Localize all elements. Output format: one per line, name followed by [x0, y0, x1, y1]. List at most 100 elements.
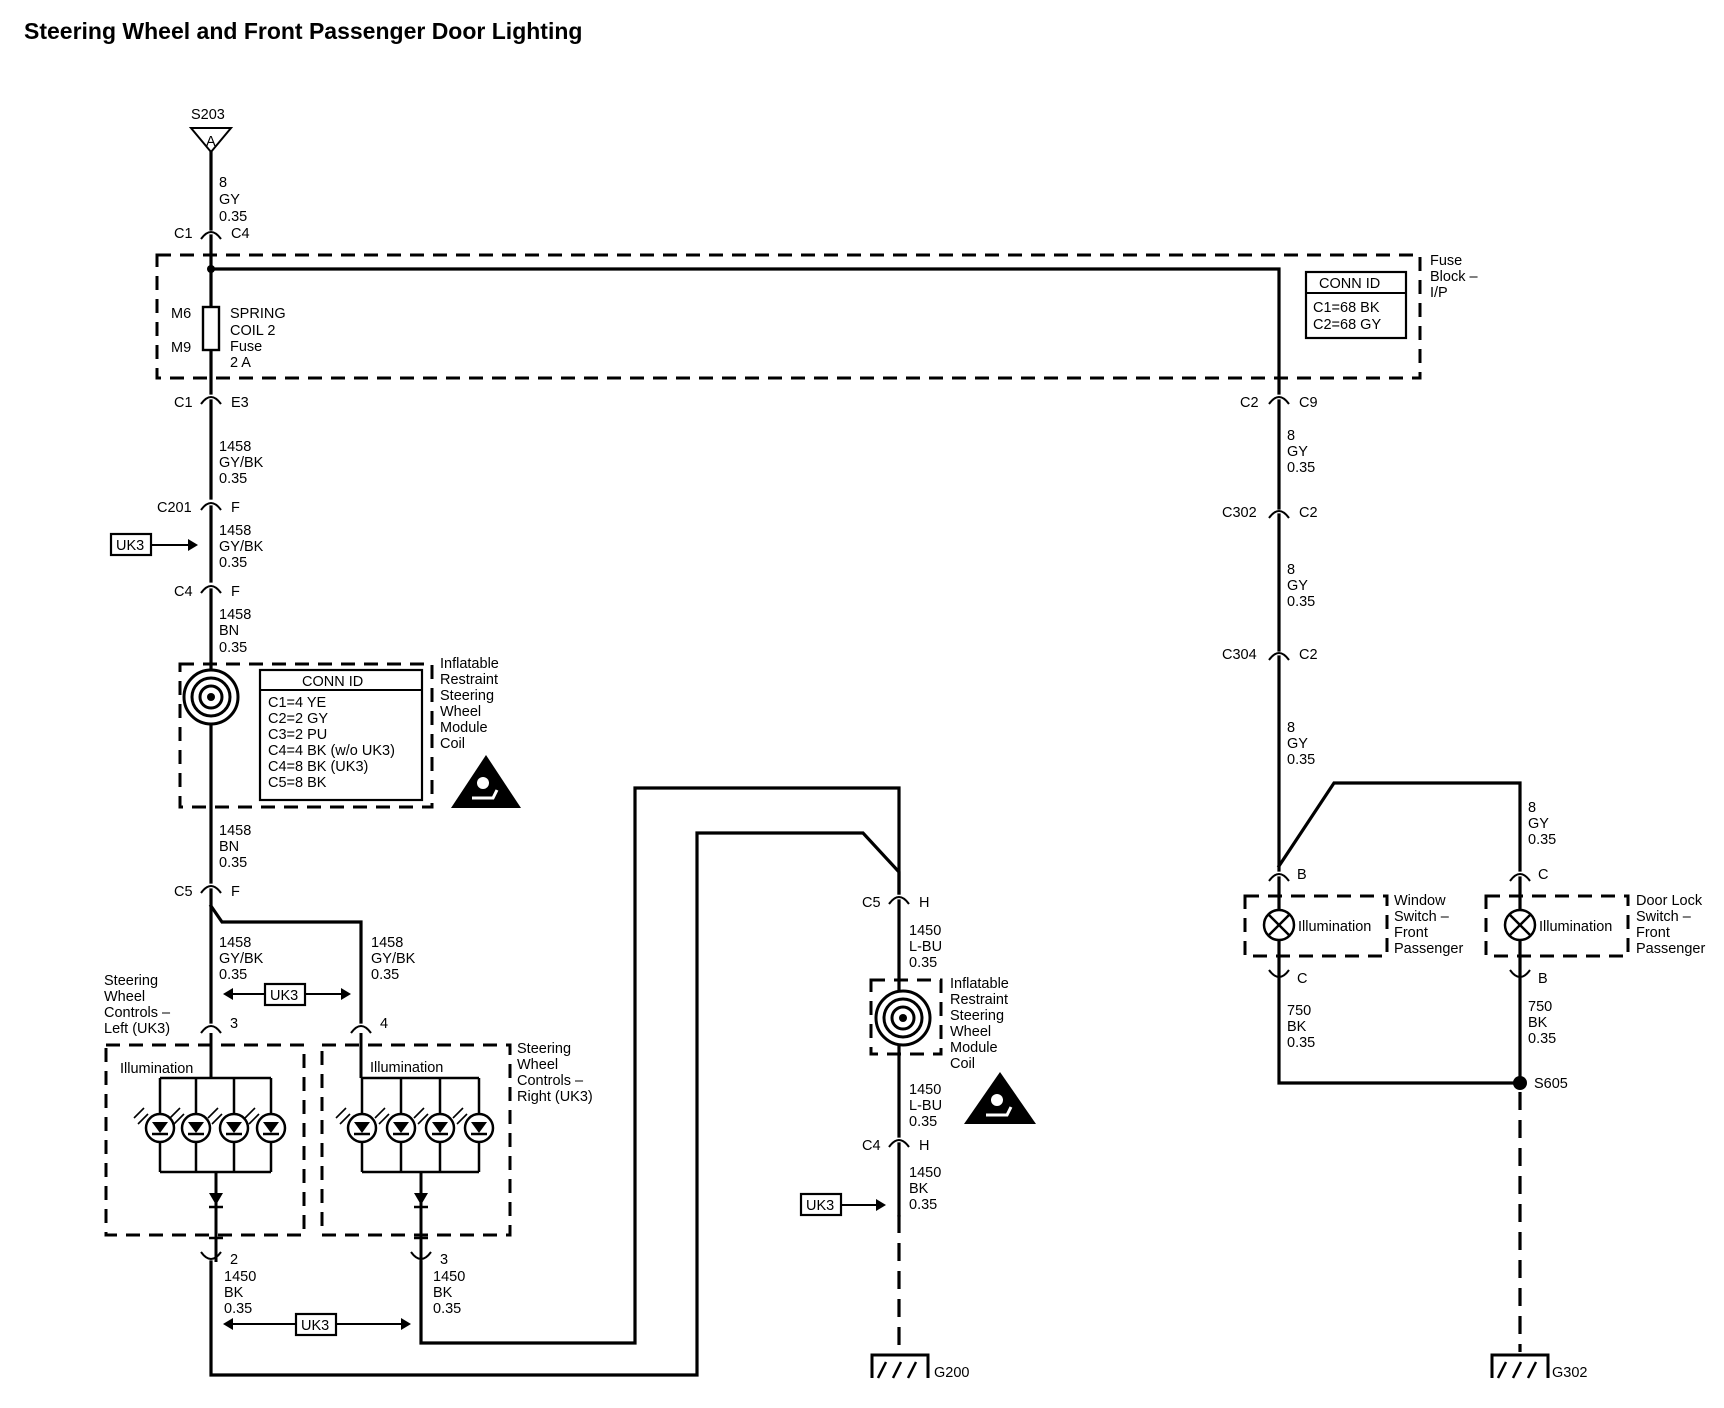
- arrow-head: [188, 539, 198, 551]
- arrow-head: [223, 988, 233, 1000]
- swc-left-outline: [104, 1043, 306, 1237]
- steering-wheel-coil-outline: [178, 662, 434, 809]
- fuse-block-bus: [209, 267, 1281, 395]
- led-ray: [374, 1107, 386, 1119]
- led-diode-triangle: [432, 1122, 448, 1133]
- wire-label: 0.35: [219, 471, 247, 487]
- led-ray: [452, 1107, 464, 1119]
- led-ray: [133, 1107, 145, 1119]
- connector-swc-right-pin: [350, 1025, 372, 1034]
- pin-label: C: [1297, 971, 1307, 987]
- connector-c2-c9-symbol: [1268, 396, 1290, 405]
- airbag-warning-icon: [451, 755, 521, 808]
- led-diode-triangle: [354, 1122, 370, 1133]
- connector-c1-e3-symbol: [200, 396, 222, 405]
- wire-label: 0.35: [1287, 594, 1315, 610]
- airbag-warning-icon: [964, 1072, 1036, 1124]
- uk3-option-tag: [263, 982, 307, 1007]
- wire-label: 1458: [219, 523, 251, 539]
- wire-label: L-BU: [909, 939, 942, 955]
- fuse-label: 2 A: [230, 355, 251, 371]
- pin-label: B: [1538, 971, 1548, 987]
- led-diode-triangle: [188, 1122, 204, 1133]
- uk3-option-text: UK3: [806, 1198, 834, 1214]
- swc-right-name: Wheel: [517, 1057, 558, 1073]
- door-illumination-lamp-icon: [1503, 908, 1537, 942]
- wire-label: 0.35: [909, 1197, 937, 1213]
- connector-label: E3: [231, 395, 249, 411]
- splice-s203-pin: A: [206, 134, 216, 150]
- swc-left-led-array: [133, 1033, 287, 1262]
- led-diode-triangle: [471, 1122, 487, 1133]
- connector-label: C2: [1240, 395, 1259, 411]
- coil-module-name: Wheel: [440, 704, 481, 720]
- connector-c4-f-symbol: [200, 585, 222, 594]
- conn-id-title: CONN ID: [1319, 276, 1380, 292]
- uk3-option-text: UK3: [301, 1318, 329, 1334]
- connector-label: F: [231, 884, 240, 900]
- connector-label: C304: [1222, 647, 1257, 663]
- wire-label: 8: [1287, 720, 1295, 736]
- wire-label: GY: [1528, 816, 1549, 832]
- wire-label: 1450: [909, 1082, 941, 1098]
- wire-1450-bk-right-return: [419, 786, 901, 1345]
- wire-label: 750: [1528, 999, 1552, 1015]
- wire-label: 750: [1287, 1003, 1311, 1019]
- window-illumination-lamp-icon: [1262, 908, 1296, 942]
- wire-label: GY: [1287, 736, 1308, 752]
- led-diode-triangle: [393, 1122, 409, 1133]
- wire-label: BN: [219, 839, 239, 855]
- connector-label: C2: [1299, 647, 1318, 663]
- pin-label: 4: [380, 1016, 388, 1032]
- conn-id-entry: C2=68 GY: [1313, 317, 1381, 333]
- wire-label: 1458: [371, 935, 403, 951]
- led-ray: [137, 1113, 149, 1125]
- wire-label: 1450: [224, 1269, 256, 1285]
- splice-s203-triangle: [188, 127, 234, 154]
- conn-id-entry: C4=8 BK (UK3): [268, 759, 368, 775]
- connector-swc-left-bottom: [200, 1251, 222, 1260]
- pin-label: B: [1297, 867, 1307, 883]
- wire-label: 0.35: [219, 555, 247, 571]
- wire-label: 1458: [219, 935, 251, 951]
- led-diode-triangle: [226, 1122, 242, 1133]
- uk3-option-text: UK3: [270, 988, 298, 1004]
- conn-id-entry: C2=2 GY: [268, 711, 328, 727]
- led-ray: [207, 1107, 219, 1119]
- wire-label: GY/BK: [371, 951, 416, 967]
- led-diode-triangle: [152, 1122, 168, 1133]
- pin-label: 2: [230, 1252, 238, 1268]
- led-ray: [378, 1113, 390, 1125]
- wire-label: 1458: [219, 823, 251, 839]
- uk3-option-tag: [294, 1312, 338, 1337]
- coil-module-name: Module: [440, 720, 488, 736]
- window-switch-outline: [1243, 894, 1389, 958]
- led-ray: [248, 1113, 260, 1125]
- led-ray: [169, 1107, 181, 1119]
- wire-label: 8: [1287, 428, 1295, 444]
- swc-left-name: Left (UK3): [104, 1021, 170, 1037]
- fuse-label: Fuse: [230, 339, 262, 355]
- window-switch-name: Front: [1394, 925, 1428, 941]
- wire-label: 0.35: [219, 640, 247, 656]
- conn-id-title: CONN ID: [302, 674, 363, 690]
- connector-c5-h-symbol: [888, 896, 910, 905]
- door-illum-label: Illumination: [1539, 919, 1612, 935]
- swc-right-name: Right (UK3): [517, 1089, 593, 1105]
- coil-module-2-name: Restraint: [950, 992, 1008, 1008]
- window-illum-label: Illumination: [1298, 919, 1371, 935]
- connector-c4-h-symbol: [888, 1139, 910, 1148]
- wire-label: 8: [219, 175, 227, 191]
- fuse-block-name: I/P: [1430, 285, 1448, 301]
- coil-module-2-name: Coil: [950, 1056, 975, 1072]
- wire-label: BK: [1528, 1015, 1548, 1031]
- connector-label: C4: [231, 226, 250, 242]
- arrow-head: [223, 1318, 233, 1330]
- led-diode-triangle: [263, 1122, 279, 1133]
- wire-label: 0.35: [1287, 1035, 1315, 1051]
- conn-id-entry: C3=2 PU: [268, 727, 327, 743]
- door-lock-switch-outline: [1484, 894, 1630, 958]
- led-ray: [244, 1107, 256, 1119]
- connector-label: C1: [174, 395, 193, 411]
